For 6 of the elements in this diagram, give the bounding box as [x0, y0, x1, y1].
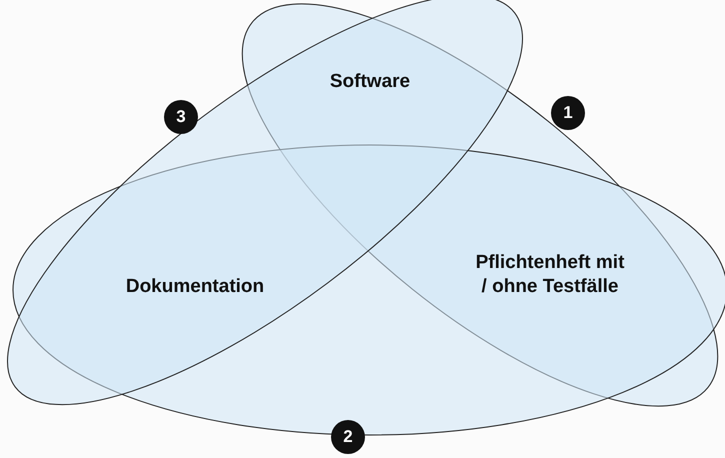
area-label: Dokumentation: [126, 275, 264, 299]
number-badge: 2: [331, 420, 365, 454]
number-badge: 1: [551, 96, 585, 130]
number-badge: 3: [164, 100, 198, 134]
area-label: Pflichtenheft mit / ohne Testfälle: [475, 251, 625, 299]
area-label: Software: [330, 70, 410, 94]
